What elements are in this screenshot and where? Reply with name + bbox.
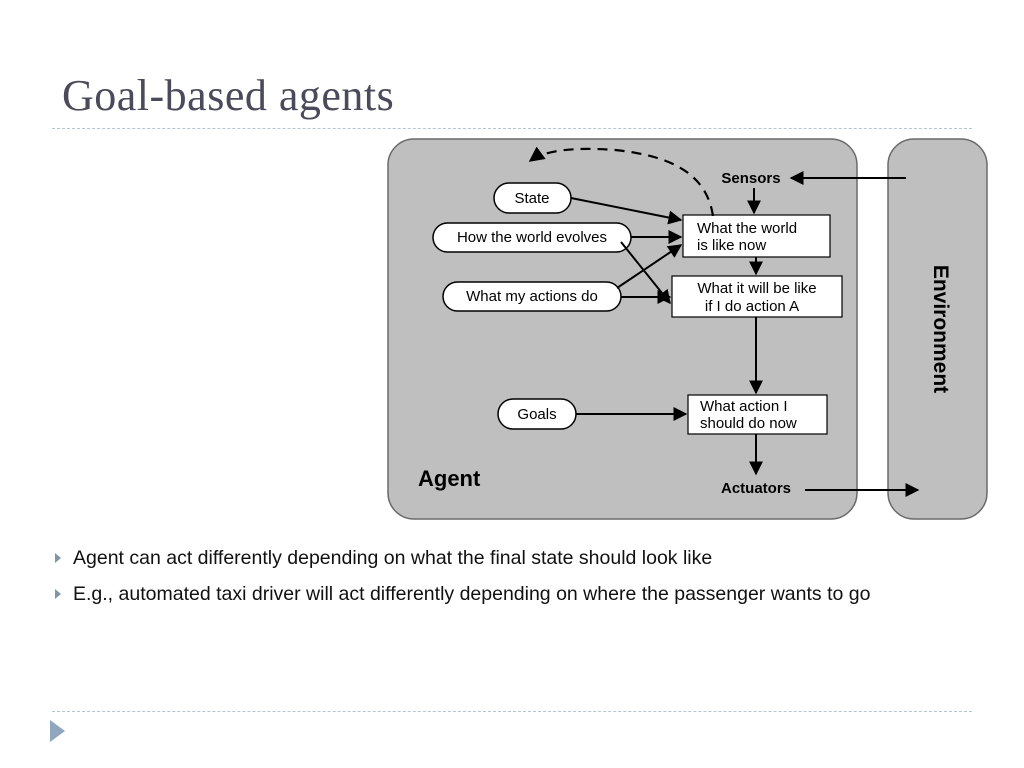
bullet-text: E.g., automated taxi driver will act dif… xyxy=(73,583,871,605)
agent-panel xyxy=(387,138,858,520)
goals-oval-label: Goals xyxy=(517,406,556,423)
will-be-line2: if I do action A xyxy=(705,298,799,315)
world-now-line2: is like now xyxy=(697,237,766,254)
state-to-world-arrow xyxy=(570,197,683,225)
goal-based-agent-diagram: Sensors Actuators Agent Environment Stat… xyxy=(387,138,988,520)
world-now-line1: What the world xyxy=(697,220,797,237)
sensors-label: Sensors xyxy=(721,170,780,187)
actuators-label: Actuators xyxy=(721,480,791,497)
agent-label: Agent xyxy=(418,466,481,491)
next-slide-arrow-icon[interactable] xyxy=(50,720,65,742)
will-be-box xyxy=(671,275,843,318)
bullet-arrow-icon xyxy=(55,553,61,563)
world-now-box xyxy=(682,214,831,258)
bullet-item: Agent can act differently depending on w… xyxy=(54,546,870,570)
bullet-item: E.g., automated taxi driver will act dif… xyxy=(54,582,870,606)
action-now-box xyxy=(687,394,828,435)
will-be-line1: What it will be like xyxy=(697,280,816,297)
environment-panel xyxy=(887,138,988,520)
title-divider xyxy=(52,128,972,129)
bullet-text: Agent can act differently depending on w… xyxy=(73,547,713,569)
bullet-list: Agent can act differently depending on w… xyxy=(54,546,870,618)
slide-title: Goal-based agents xyxy=(62,71,395,120)
action-now-line1: What action I xyxy=(700,398,788,415)
state-oval-label: State xyxy=(514,190,549,207)
actions-do-oval-label: What my actions do xyxy=(466,288,598,305)
bullet-arrow-icon xyxy=(55,589,61,599)
world-evolves-oval-label: How the world evolves xyxy=(457,229,607,246)
footer-divider xyxy=(52,711,972,712)
dashed-feedback-arrow xyxy=(528,146,715,217)
actions-to-world-arrow xyxy=(616,244,683,289)
action-now-line2: should do now xyxy=(700,415,797,432)
environment-label: Environment xyxy=(929,265,952,393)
